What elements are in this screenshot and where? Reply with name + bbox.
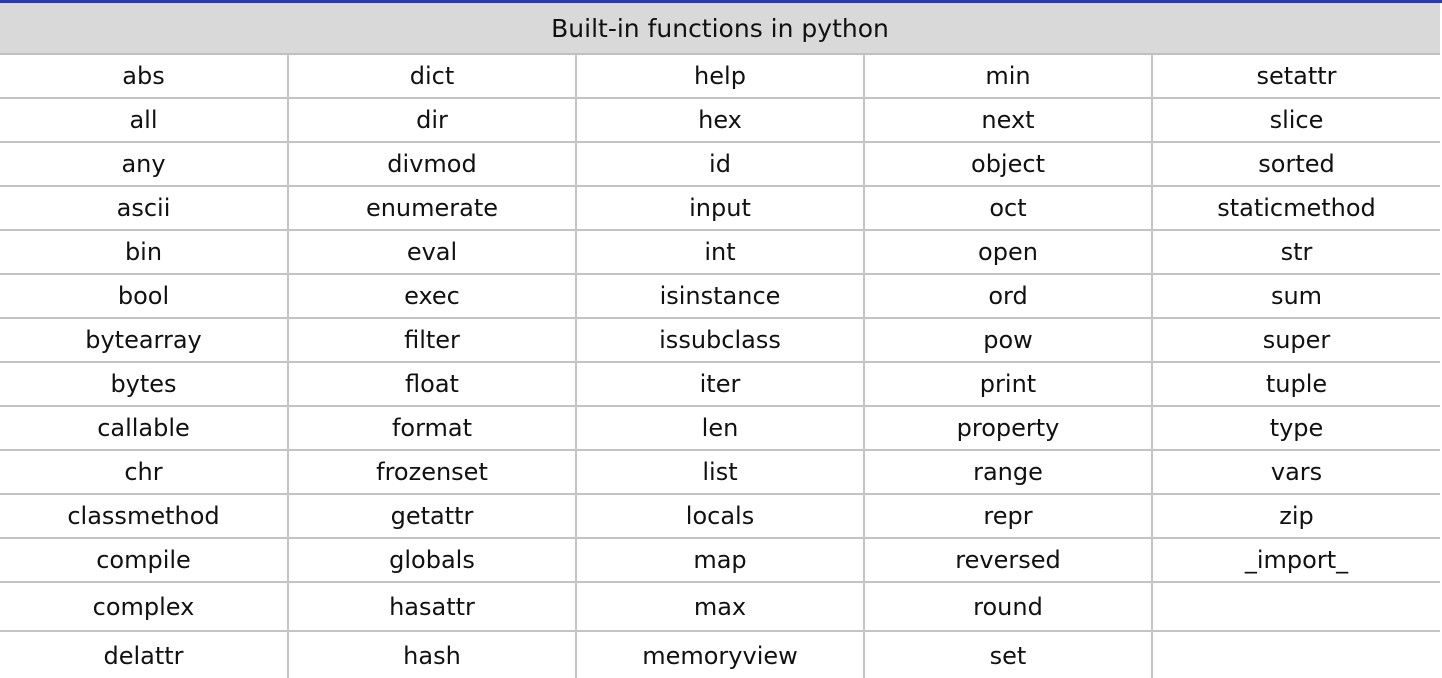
table-cell: property <box>863 406 1152 451</box>
table-cell: float <box>287 362 576 407</box>
table-cell: bytearray <box>0 318 288 363</box>
table-cell: super <box>1151 318 1440 363</box>
table-title: Built-in functions in python <box>0 3 1440 55</box>
table-cell: max <box>575 582 864 632</box>
table-cell <box>1151 631 1440 678</box>
table-cell: format <box>287 406 576 451</box>
table-cell: set <box>863 631 1152 678</box>
table-cell: dict <box>287 54 576 99</box>
table-cell: delattr <box>0 631 288 678</box>
table-cell: complex <box>0 582 288 632</box>
table-cell: filter <box>287 318 576 363</box>
table-cell: _import_ <box>1151 538 1440 583</box>
table-cell: enumerate <box>287 186 576 231</box>
table-cell: round <box>863 582 1152 632</box>
table-cell: staticmethod <box>1151 186 1440 231</box>
table-cell: callable <box>0 406 288 451</box>
table-header-row: Built-in functions in python <box>0 3 1440 55</box>
table-cell: eval <box>287 230 576 275</box>
table-cell <box>1151 582 1440 632</box>
table-cell: repr <box>863 494 1152 539</box>
table-cell: frozenset <box>287 450 576 495</box>
table-cell: iter <box>575 362 864 407</box>
table-cell: slice <box>1151 98 1440 143</box>
table-cell: reversed <box>863 538 1152 583</box>
table-cell: dir <box>287 98 576 143</box>
table-cell: type <box>1151 406 1440 451</box>
table-cell: oct <box>863 186 1152 231</box>
table-cell: hasattr <box>287 582 576 632</box>
table-cell: chr <box>0 450 288 495</box>
table-cell: sum <box>1151 274 1440 319</box>
table-cell: classmethod <box>0 494 288 539</box>
table-cell: compile <box>0 538 288 583</box>
table-cell: exec <box>287 274 576 319</box>
table-cell: locals <box>575 494 864 539</box>
table-cell: input <box>575 186 864 231</box>
table-cell: abs <box>0 54 288 99</box>
table-cell: list <box>575 450 864 495</box>
table-cell: bin <box>0 230 288 275</box>
table-cell: issubclass <box>575 318 864 363</box>
table-cell: bool <box>0 274 288 319</box>
table-cell: setattr <box>1151 54 1440 99</box>
table-cell: sorted <box>1151 142 1440 187</box>
table-cell: pow <box>863 318 1152 363</box>
table-cell: id <box>575 142 864 187</box>
table-cell: divmod <box>287 142 576 187</box>
table-cell: vars <box>1151 450 1440 495</box>
table-cell: zip <box>1151 494 1440 539</box>
table-cell: range <box>863 450 1152 495</box>
table-cell: help <box>575 54 864 99</box>
table-cell: hash <box>287 631 576 678</box>
table-cell: hex <box>575 98 864 143</box>
table-cell: str <box>1151 230 1440 275</box>
table-cell: min <box>863 54 1152 99</box>
table-cell: ascii <box>0 186 288 231</box>
table-cell: int <box>575 230 864 275</box>
table-cell: bytes <box>0 362 288 407</box>
table-cell: next <box>863 98 1152 143</box>
table-cell: globals <box>287 538 576 583</box>
table-cell: isinstance <box>575 274 864 319</box>
table-cell: ord <box>863 274 1152 319</box>
table-cell: len <box>575 406 864 451</box>
table-cell: object <box>863 142 1152 187</box>
table-cell: open <box>863 230 1152 275</box>
table-cell: memoryview <box>575 631 864 678</box>
table-cell: tuple <box>1151 362 1440 407</box>
table-cell: all <box>0 98 288 143</box>
table-cell: map <box>575 538 864 583</box>
table-cell: getattr <box>287 494 576 539</box>
table-cell: print <box>863 362 1152 407</box>
top-accent-rule <box>0 0 1442 3</box>
table-cell: any <box>0 142 288 187</box>
